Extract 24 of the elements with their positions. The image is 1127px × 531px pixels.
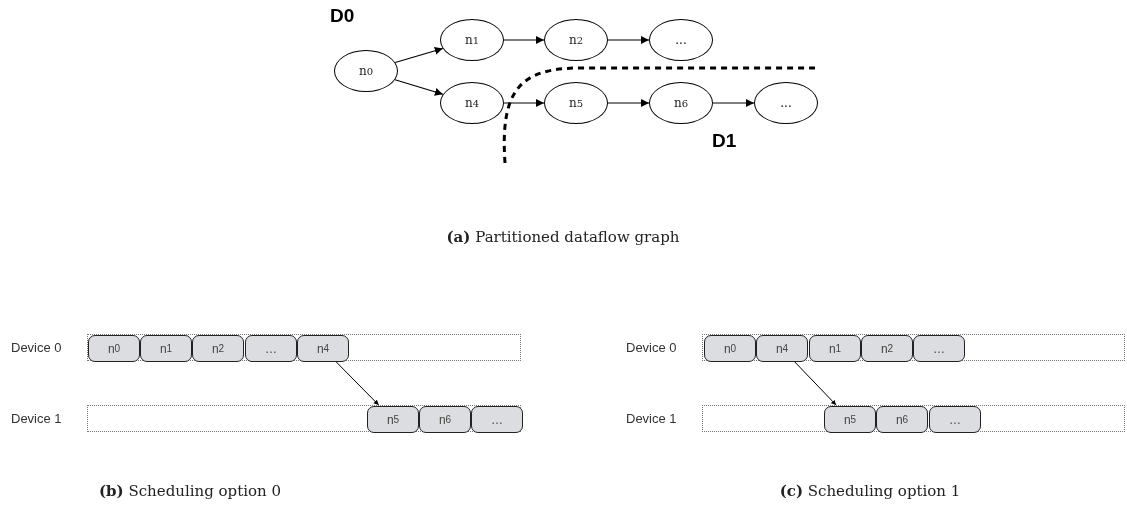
arrow xyxy=(394,79,444,96)
subfigure-caption: (c) Scheduling option 1 xyxy=(779,482,961,500)
arrow xyxy=(334,360,380,406)
arrow xyxy=(607,36,650,44)
task-block: … xyxy=(245,335,297,362)
arrow xyxy=(712,99,755,107)
device-label: Device 1 xyxy=(11,411,62,426)
subfigure-caption: (b) Scheduling option 0 xyxy=(99,482,281,500)
device-label: Device 0 xyxy=(11,340,62,355)
arrow xyxy=(607,99,650,107)
graph-node: ... xyxy=(649,19,713,61)
arrow xyxy=(394,46,444,64)
task-block: … xyxy=(913,335,965,362)
device-label: Device 1 xyxy=(626,411,677,426)
arrow xyxy=(503,99,545,107)
task-block: … xyxy=(929,406,981,433)
device-label: Device 0 xyxy=(626,340,677,355)
graph-node: ... xyxy=(754,82,818,124)
partition-label: D0 xyxy=(330,5,355,27)
arrow xyxy=(793,360,837,406)
partition-label: D1 xyxy=(712,130,737,152)
task-block: … xyxy=(471,406,523,433)
subfigure-caption: (a) Partitioned dataflow graph xyxy=(446,228,680,246)
arrow xyxy=(503,36,545,44)
